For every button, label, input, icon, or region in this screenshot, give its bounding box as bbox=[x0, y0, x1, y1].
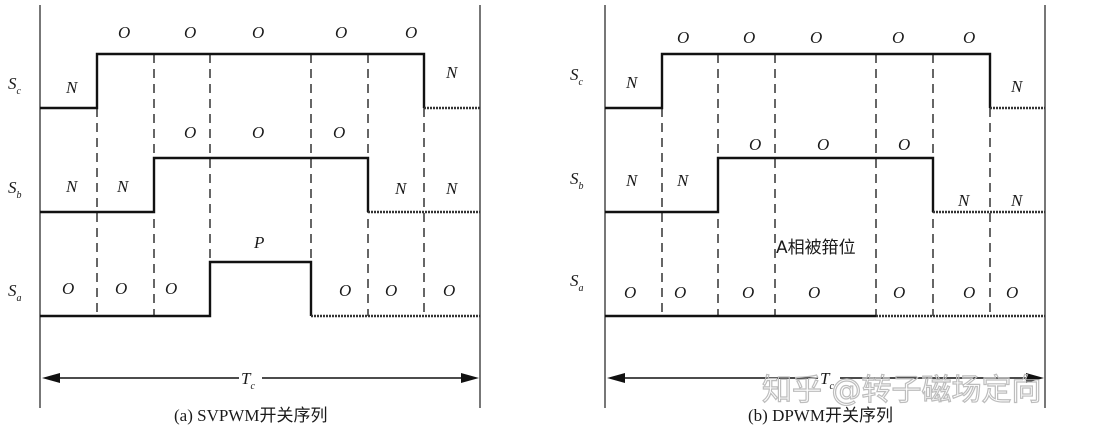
svg-text:O: O bbox=[118, 23, 130, 42]
svg-text:N: N bbox=[957, 191, 971, 210]
svg-text:O: O bbox=[405, 23, 417, 42]
svg-text:N: N bbox=[65, 177, 79, 196]
svg-text:O: O bbox=[817, 135, 829, 154]
svg-text:O: O bbox=[749, 135, 761, 154]
period-label-b: Tc bbox=[820, 369, 834, 392]
row-label-sc-b: Sc bbox=[570, 65, 584, 88]
svg-text:N: N bbox=[445, 63, 459, 82]
section-dividers-a bbox=[96, 54, 425, 316]
svg-text:O: O bbox=[252, 23, 264, 42]
row-label-sc-a: Sc bbox=[8, 74, 22, 97]
svg-text:N: N bbox=[1010, 77, 1024, 96]
svg-text:N: N bbox=[445, 179, 459, 198]
row-label-sa-b: Sa bbox=[570, 271, 584, 294]
waveform-sb-b bbox=[605, 156, 1045, 214]
row-label-sb-a: Sb bbox=[8, 178, 22, 201]
svg-text:O: O bbox=[115, 279, 127, 298]
states-sb-b: N N O O O N N bbox=[625, 135, 1024, 210]
svg-text:O: O bbox=[62, 279, 74, 298]
svg-text:N: N bbox=[625, 171, 639, 190]
svg-text:O: O bbox=[743, 28, 755, 47]
states-sc-b: N O O O O O N bbox=[625, 28, 1024, 96]
svg-text:O: O bbox=[963, 28, 975, 47]
svg-text:O: O bbox=[333, 123, 345, 142]
svg-text:O: O bbox=[893, 283, 905, 302]
row-label-sa-a: Sa bbox=[8, 281, 22, 304]
svg-text:O: O bbox=[339, 281, 351, 300]
period-label-a: Tc bbox=[241, 369, 255, 392]
svg-text:O: O bbox=[252, 123, 264, 142]
svg-text:O: O bbox=[1006, 283, 1018, 302]
svg-text:O: O bbox=[677, 28, 689, 47]
svg-text:O: O bbox=[443, 281, 455, 300]
svg-text:O: O bbox=[385, 281, 397, 300]
watermark: 知乎 @转子磁场定向 bbox=[762, 373, 1042, 408]
figure-a-svpwm: Sc Sb Sa N O O O O O N N N O O O N N O O… bbox=[8, 5, 481, 425]
waveform-sb-a bbox=[40, 156, 480, 214]
svg-text:O: O bbox=[335, 23, 347, 42]
svg-text:N: N bbox=[625, 73, 639, 92]
caption-b: (b) DPWM开关序列 bbox=[748, 406, 893, 425]
caption-a: (a) SVPWM开关序列 bbox=[174, 406, 327, 425]
svg-text:O: O bbox=[674, 283, 686, 302]
svg-text:N: N bbox=[676, 171, 690, 190]
svg-text:P: P bbox=[253, 233, 264, 252]
svg-text:N: N bbox=[394, 179, 408, 198]
svg-text:O: O bbox=[624, 283, 636, 302]
svg-text:O: O bbox=[184, 123, 196, 142]
svg-text:N: N bbox=[65, 78, 79, 97]
svg-text:O: O bbox=[184, 23, 196, 42]
period-arrow-b: Tc bbox=[607, 369, 1044, 392]
svg-text:O: O bbox=[963, 283, 975, 302]
period-arrow-a: Tc bbox=[42, 369, 479, 392]
waveform-sc-a bbox=[40, 52, 480, 110]
clamp-annotation: A相被箝位 bbox=[776, 238, 856, 258]
waveform-sc-b bbox=[605, 52, 1045, 110]
states-sc-a: N O O O O O N bbox=[65, 23, 459, 97]
row-label-sb-b: Sb bbox=[570, 169, 584, 192]
figure-b-dpwm: Sc Sb Sa N O O O O O N N N O O O N N O O… bbox=[570, 5, 1046, 425]
section-dividers-b bbox=[661, 54, 991, 316]
svg-text:O: O bbox=[165, 279, 177, 298]
waveform-sa-a bbox=[40, 260, 480, 318]
svg-text:O: O bbox=[742, 283, 754, 302]
svg-text:O: O bbox=[898, 135, 910, 154]
svg-text:O: O bbox=[892, 28, 904, 47]
svg-text:O: O bbox=[808, 283, 820, 302]
states-sa-a: O O O P O O O bbox=[62, 233, 455, 300]
states-sa-b: O O O O O O O bbox=[624, 283, 1018, 302]
svg-text:N: N bbox=[1010, 191, 1024, 210]
states-sb-a: N N O O O N N bbox=[65, 123, 459, 198]
svg-text:O: O bbox=[810, 28, 822, 47]
svg-text:N: N bbox=[116, 177, 130, 196]
